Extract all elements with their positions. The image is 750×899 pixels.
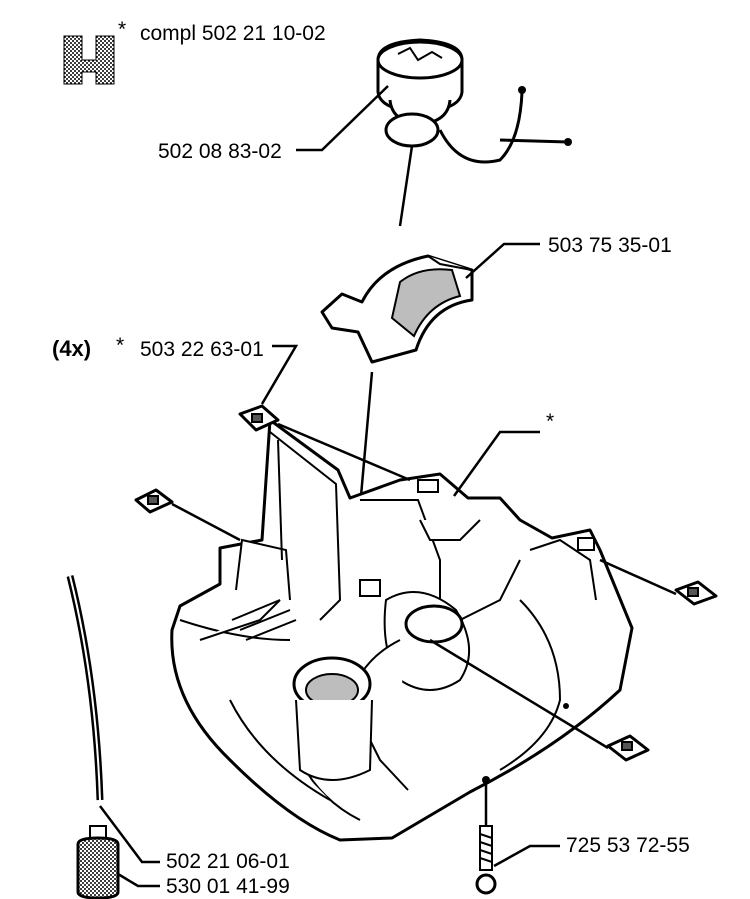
square-nut-1 [238,404,280,432]
label-compl: compl 502 21 10-02 [140,22,326,45]
label-cap: 502 08 83-02 [158,140,282,163]
label-filter: 530 01 41-99 [166,875,290,898]
seal [320,254,474,364]
compl-star: * [118,18,126,41]
fuel-filter [76,825,120,899]
screw [475,784,497,895]
square-nut-3 [674,580,718,606]
square-nut-4 [606,734,650,762]
crankcase [170,418,634,842]
label-qty: (4x) [52,336,91,361]
housing-star: * [546,410,554,433]
label-hose: 502 21 06-01 [166,850,290,873]
fuel-cap [376,38,572,164]
nut-star: * [116,334,124,357]
label-nut: 503 22 63-01 [140,338,264,361]
section-letter [63,35,115,85]
square-nut-2 [134,488,174,514]
fuel-hose [66,575,104,801]
label-seal: 503 75 35-01 [548,234,672,257]
label-screw: 725 53 72-55 [566,834,690,857]
